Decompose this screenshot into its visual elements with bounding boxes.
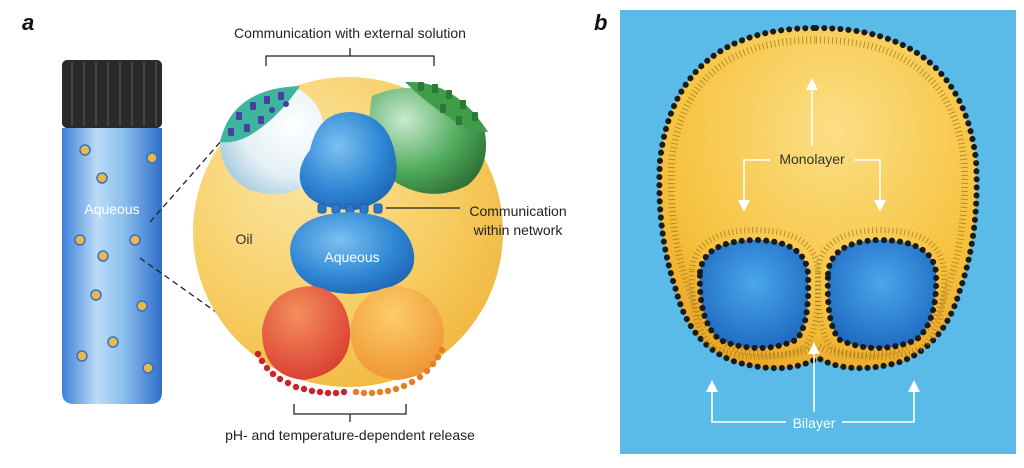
panel-b-left-droplet xyxy=(696,236,812,351)
zoom-lines xyxy=(139,139,223,313)
comm-label-line2: within network xyxy=(473,222,564,238)
green-cap xyxy=(405,81,488,132)
monolayer-label: Monolayer xyxy=(779,151,845,167)
vial-cap-ridges xyxy=(71,62,157,126)
panel-b-monolayer-tails xyxy=(667,36,969,359)
bilayer-label: Bilayer xyxy=(793,415,836,431)
red-droplet xyxy=(262,286,351,380)
panel-b-right-droplet xyxy=(824,236,940,351)
vial: Aqueous xyxy=(62,60,162,404)
bottom-label: pH- and temperature-dependent release xyxy=(225,427,475,443)
vial-droplets xyxy=(74,144,158,374)
bottom-bracket xyxy=(293,404,407,422)
panel-b-left-tails xyxy=(688,226,822,360)
monolayer-arrows xyxy=(738,78,886,212)
vial-aqueous-label: Aqueous xyxy=(84,201,139,217)
orange-droplet xyxy=(350,286,445,380)
upper-blue-droplet xyxy=(299,112,397,210)
vial-cap xyxy=(62,60,162,128)
orange-bead-chain xyxy=(352,346,446,397)
panel-b-right-tails xyxy=(814,226,948,360)
oil-label: Oil xyxy=(235,231,252,247)
green-cap-pores xyxy=(418,82,478,125)
comm-label-line1: Communication xyxy=(469,203,566,219)
top-bracket xyxy=(265,48,435,66)
bilayer-arrows xyxy=(706,342,920,423)
teal-cap-pores xyxy=(228,92,289,136)
panel-a-letter: a xyxy=(22,10,34,35)
vial-body xyxy=(62,128,162,404)
top-label: Communication with external solution xyxy=(234,25,466,41)
inner-aqueous-label: Aqueous xyxy=(324,249,379,265)
lower-blue-droplet xyxy=(290,212,415,294)
panel-b-letter: b xyxy=(594,10,607,35)
teal-cap xyxy=(220,86,300,143)
red-bead-chain xyxy=(254,350,348,397)
network-pores xyxy=(317,203,383,214)
